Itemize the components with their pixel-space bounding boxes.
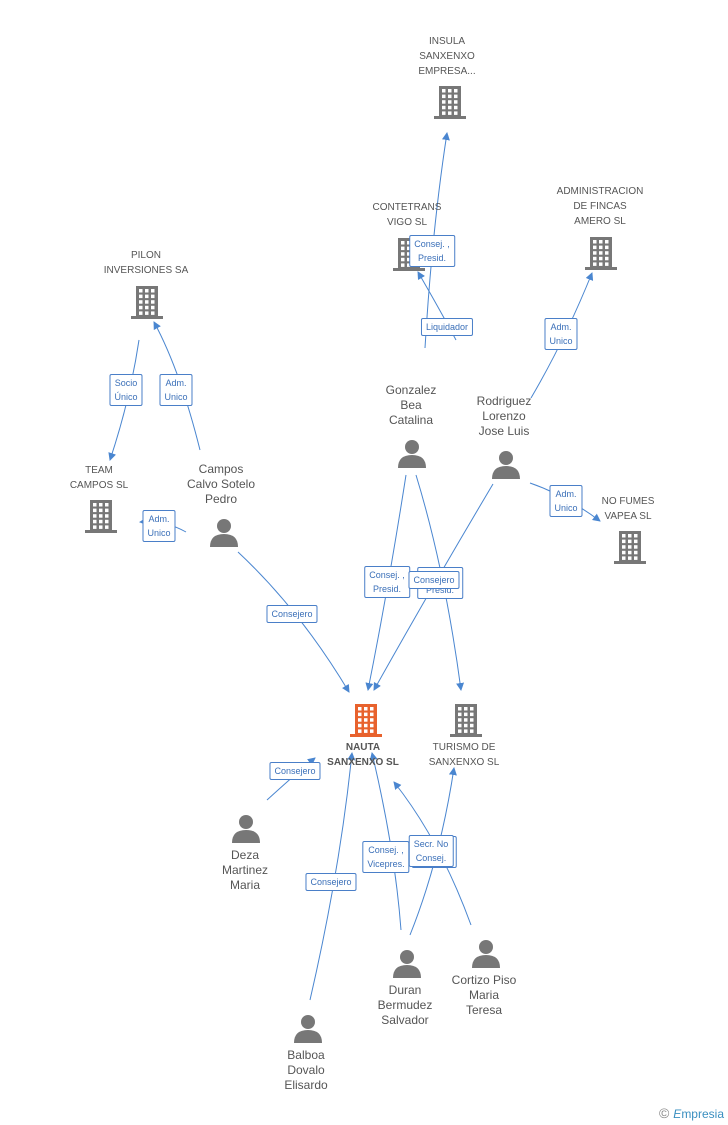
node-label-contetrans[interactable]: CONTETRANS VIGO SL xyxy=(372,202,442,228)
node-label-duran[interactable]: Duran Bermudez Salvador xyxy=(377,983,433,1027)
building-icon-turismo[interactable] xyxy=(450,704,482,737)
node-label-deza[interactable]: Deza Martinez Maria xyxy=(221,848,269,892)
person-icon-deza[interactable] xyxy=(232,815,260,843)
person-icon-gonzalez[interactable] xyxy=(398,440,426,468)
relation-tag-campos-team[interactable]: Adm. Unico xyxy=(142,510,176,542)
building-icon-nauta[interactable] xyxy=(350,704,382,737)
relation-tag-gonzalez-nauta[interactable]: Consej. , Presid. xyxy=(364,566,410,598)
person-icon-cortizo[interactable] xyxy=(472,940,500,968)
brand-name: mpresia xyxy=(681,1107,724,1121)
relation-tag-duran-nauta[interactable]: Consej. , Vicepres. xyxy=(362,841,410,873)
brand-footer: ©Empresia xyxy=(659,1105,724,1121)
brand-initial: E xyxy=(673,1107,682,1121)
person-icon-duran[interactable] xyxy=(393,950,421,978)
relation-tag-rodriguez-nauta[interactable]: Consejero xyxy=(408,571,460,589)
person-icon-rodriguez[interactable] xyxy=(492,451,520,479)
node-label-rodriguez[interactable]: Rodriguez Lorenzo Jose Luis xyxy=(476,394,532,438)
node-label-gonzalez[interactable]: Gonzalez Bea Catalina xyxy=(385,383,437,427)
relation-tag-balboa-nauta[interactable]: Consejero xyxy=(305,873,357,891)
person-icon-balboa[interactable] xyxy=(294,1015,322,1043)
relation-tag-campos-nauta[interactable]: Consejero xyxy=(266,605,318,623)
copyright-icon: © xyxy=(658,1105,670,1121)
node-label-pilon[interactable]: PILON INVERSIONES SA xyxy=(103,250,189,276)
person-icon-campos[interactable] xyxy=(210,519,238,547)
building-icon-pilon[interactable] xyxy=(131,286,163,319)
relation-tag-gonzalez-contetrans[interactable]: Liquidador xyxy=(420,318,474,336)
building-icon-team[interactable] xyxy=(85,500,117,533)
relation-tag-gonzalez-insula[interactable]: Consej. , Presid. xyxy=(409,235,455,267)
node-label-nofumes[interactable]: NO FUMES VAPEA SL xyxy=(601,496,655,522)
node-label-cortizo[interactable]: Cortizo Piso Maria Teresa xyxy=(451,973,517,1017)
relation-tag-campos-pilon[interactable]: Adm. Unico xyxy=(159,374,193,406)
node-label-nauta[interactable]: NAUTA SANXENXO SL xyxy=(327,742,399,768)
relation-tag-rodriguez-administracion[interactable]: Adm. Unico xyxy=(544,318,578,350)
building-icon-nofumes[interactable] xyxy=(614,531,646,564)
node-label-administracion[interactable]: ADMINISTRACION DE FINCAS AMERO SL xyxy=(556,186,644,227)
node-label-campos[interactable]: Campos Calvo Sotelo Pedro xyxy=(186,462,256,506)
relation-tag-deza-nauta[interactable]: Consejero xyxy=(269,762,321,780)
relation-tag-cortizo-nauta[interactable]: Secr. No Consej. xyxy=(408,835,454,867)
node-label-insula[interactable]: INSULA SANXENXO EMPRESA... xyxy=(418,36,476,77)
building-icon-insula[interactable] xyxy=(434,86,466,119)
node-label-turismo[interactable]: TURISMO DE SANXENXO SL xyxy=(428,742,500,768)
relation-tag-rodriguez-nofumes[interactable]: Adm. Unico xyxy=(549,485,583,517)
relation-tag-pilon-team[interactable]: Socio Único xyxy=(109,374,143,406)
building-icon-administracion[interactable] xyxy=(585,237,617,270)
node-label-team[interactable]: TEAM CAMPOS SL xyxy=(69,465,129,491)
node-label-balboa[interactable]: Balboa Dovalo Elisardo xyxy=(284,1048,328,1092)
